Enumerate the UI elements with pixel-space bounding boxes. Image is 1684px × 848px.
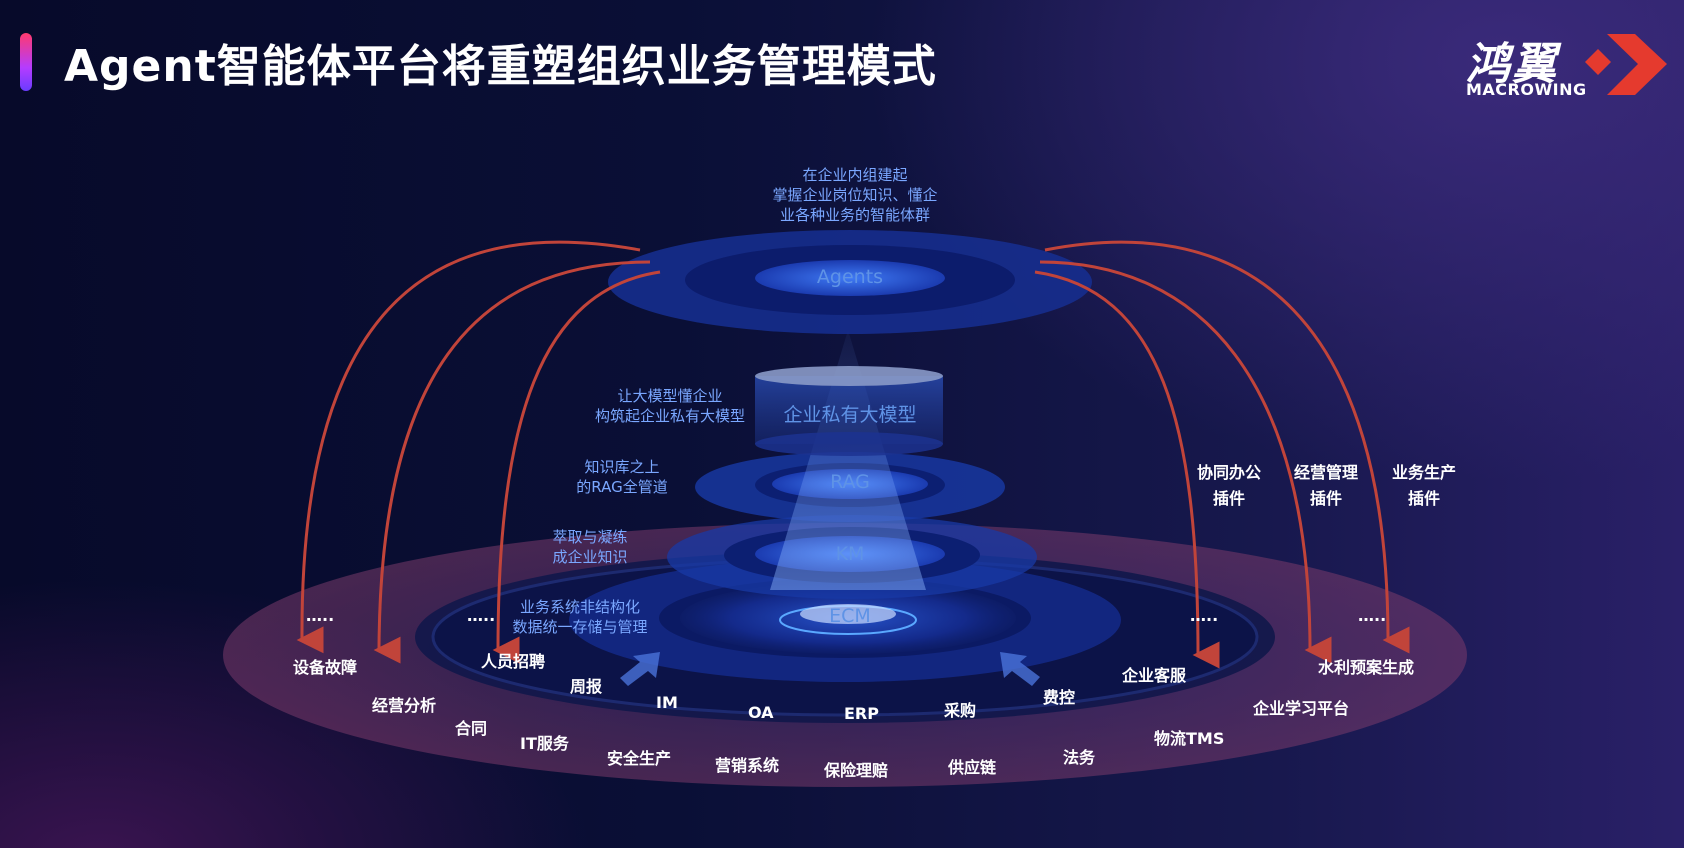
level-ecm-label: ECM: [829, 605, 871, 627]
plugin-operations: 经营管理插件: [1293, 463, 1358, 508]
ellipsis-2: …..: [467, 606, 496, 625]
title-accent-bar: [20, 33, 32, 91]
level-agents-label: Agents: [816, 266, 884, 288]
scenario-label: 物流TMS: [1154, 729, 1225, 748]
scenario-label: 采购: [944, 701, 977, 720]
logo-wordmark-en: MACROWING: [1466, 80, 1587, 99]
logo-wordmark-cn: 鸿翼: [1466, 39, 1558, 90]
level-km-label: KM: [835, 543, 865, 565]
ellipsis-4: …..: [1358, 606, 1387, 625]
up-arrow-left-icon: [620, 652, 660, 686]
scenario-label: IT服务: [520, 734, 569, 753]
scenario-label: 保险理赔: [824, 761, 889, 780]
scenario-label: 设备故障: [293, 658, 358, 677]
scenario-label: 合同: [455, 719, 488, 738]
arc-right-1: [1034, 270, 1220, 669]
page-title: Agent智能体平台将重塑组织业务管理模式: [64, 41, 937, 92]
arc-right-2: [1039, 260, 1332, 664]
scenario-label: 法务: [1063, 748, 1096, 767]
arc-left-2: [373, 260, 651, 664]
llm-description: 让大模型懂企业构筑起企业私有大模型: [594, 387, 745, 425]
ellipsis-1: …..: [306, 606, 335, 625]
rag-description: 知识库之上的RAG全管道: [576, 458, 668, 496]
arc-left-3: [492, 270, 661, 664]
level-llm-label: 企业私有大模型: [783, 404, 917, 426]
plugin-collaboration: 协同办公插件: [1196, 463, 1261, 508]
up-arrow-right-icon: [1000, 652, 1040, 686]
arc-left-1: [296, 240, 641, 654]
km-description: 萃取与凝练成企业知识: [552, 528, 628, 566]
ellipsis-3: …..: [1190, 606, 1219, 625]
scenario-label: 企业客服: [1122, 666, 1187, 685]
scenario-label: IM: [656, 693, 678, 712]
scenario-label: 供应链: [948, 758, 997, 777]
arc-right-3: [1044, 240, 1410, 654]
scenario-label: ERP: [844, 704, 879, 723]
plugin-production: 业务生产插件: [1391, 463, 1456, 508]
scenario-label: 水利预案生成: [1318, 658, 1415, 677]
scenario-label: OA: [748, 703, 774, 722]
scenario-label: 人员招聘: [481, 652, 546, 671]
scenario-label: 营销系统: [715, 756, 780, 775]
light-beam: [770, 330, 926, 590]
scenario-label: 企业学习平台: [1253, 699, 1350, 718]
scenario-label: 费控: [1043, 688, 1076, 707]
agents-description: 在企业内组建起掌握企业岗位知识、懂企业各种业务的智能体群: [772, 166, 938, 224]
ecm-description: 业务系统非结构化数据统一存储与管理: [512, 598, 648, 636]
level-rag-label: RAG: [830, 471, 870, 493]
scenario-label: 周报: [570, 677, 603, 696]
scenario-label: 经营分析: [372, 696, 437, 715]
llm-cylinder-top: [755, 366, 943, 386]
scenario-label: 安全生产: [607, 749, 672, 768]
